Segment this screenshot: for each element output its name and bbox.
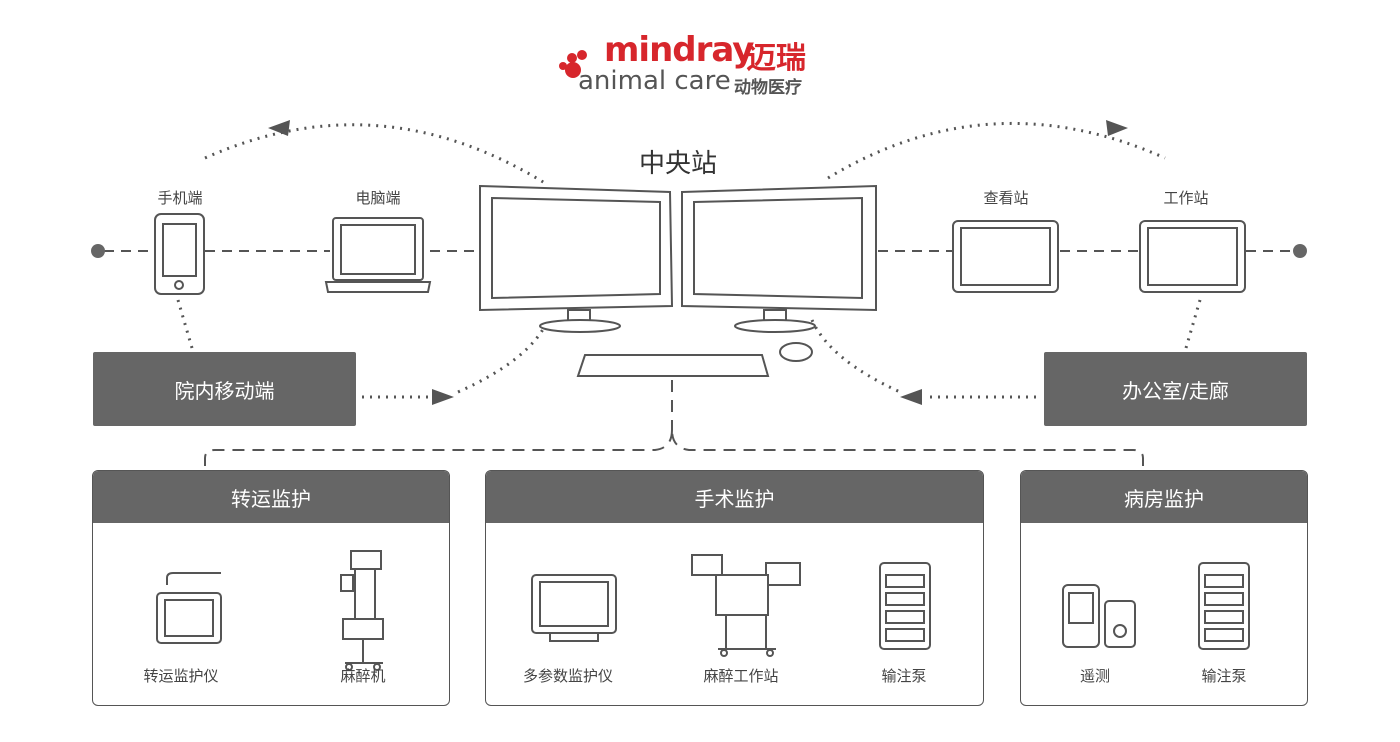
logo-brand-cn: 迈瑞 <box>746 41 806 76</box>
mobile-box-label: 院内移动端 <box>174 378 275 403</box>
logo-brand: mindray <box>604 30 754 70</box>
device-telemetry-label: 遥测 <box>1079 667 1111 685</box>
work-station-label: 工作站 <box>1163 189 1209 207</box>
panel-transport-title: 转运监护 <box>93 471 449 523</box>
infusion-pump-icon <box>879 562 931 650</box>
panel-ward: 病房监护 遥测 输注泵 <box>1020 470 1308 706</box>
device-anesthesia-label: 麻醉机 <box>340 667 386 685</box>
panel-transport-icons <box>156 550 384 671</box>
tablet-icon <box>952 220 1246 293</box>
network-endpoint-left-icon <box>91 244 105 258</box>
logo-sub-cn: 动物医疗 <box>734 78 802 98</box>
panel-surgery: 手术监护 多参数监护仪 麻醉工作站 输注泵 <box>485 470 984 706</box>
central-station-title: 中央站 <box>638 149 718 179</box>
transport-monitor-icon <box>156 572 222 644</box>
panel-ward-icons <box>1062 562 1250 650</box>
bus-bracket <box>204 380 1144 466</box>
telemetry-icon <box>1062 584 1136 648</box>
phone-label: 手机端 <box>157 189 203 207</box>
dotted-flow-arrows <box>176 121 1202 399</box>
ward-infusion-pump-icon <box>1198 562 1250 650</box>
panel-surgery-icons <box>531 554 931 657</box>
arrowheads <box>268 120 1128 405</box>
device-transport-monitor-label: 转运监护仪 <box>143 667 219 685</box>
pc-label: 电脑端 <box>355 189 401 207</box>
anesthesia-workstation-icon <box>691 554 801 657</box>
office-box: 办公室/走廊 <box>1044 352 1307 426</box>
paw-logo-icon <box>559 50 587 78</box>
logo-sub: animal care <box>578 66 731 96</box>
device-infusion-label: 输注泵 <box>881 667 927 685</box>
central-station-monitors-icon <box>479 184 877 377</box>
mobile-box: 院内移动端 <box>93 352 356 426</box>
view-station-label: 查看站 <box>983 189 1029 207</box>
phone-icon <box>154 213 205 295</box>
multiparameter-monitor-icon <box>531 574 617 642</box>
network-endpoint-right-icon <box>1293 244 1307 258</box>
laptop-icon <box>324 217 432 293</box>
anesthesia-machine-icon <box>340 550 384 671</box>
office-box-label: 办公室/走廊 <box>1122 378 1229 403</box>
device-multiparam-label: 多参数监护仪 <box>522 667 614 685</box>
panel-surgery-title: 手术监护 <box>486 471 983 523</box>
panel-ward-title: 病房监护 <box>1021 471 1307 523</box>
panel-transport: 转运监护 转运监护仪 麻醉机 <box>92 470 450 706</box>
device-anesthesia-ws-label: 麻醉工作站 <box>703 667 779 685</box>
device-ward-infusion-label: 输注泵 <box>1201 667 1247 685</box>
